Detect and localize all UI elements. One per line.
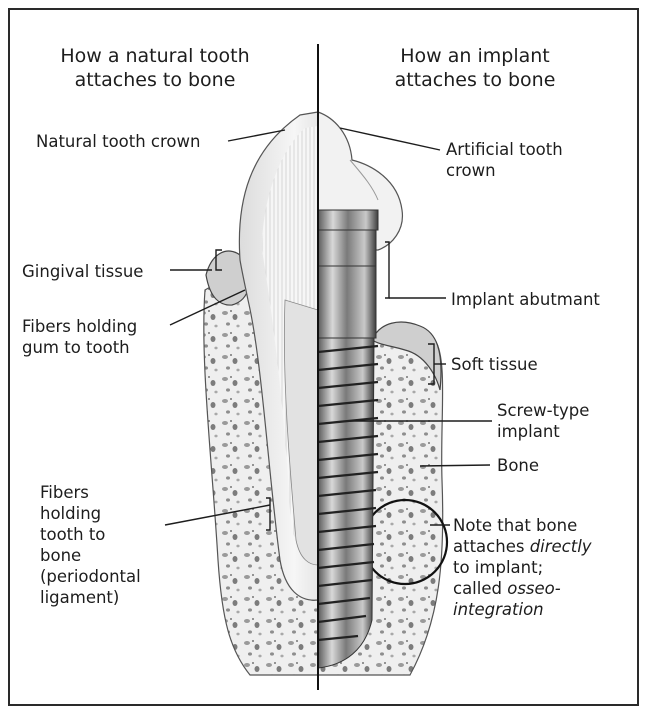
label-fibers-bone-line1: Fibers bbox=[40, 482, 141, 503]
label-osseointegration-note: Note that bone attaches directly to impl… bbox=[453, 515, 592, 620]
title-natural: How a natural tooth attaches to bone bbox=[20, 44, 290, 92]
label-fibers-bone-line4: bone bbox=[40, 545, 141, 566]
label-artificial-crown: Artificial tooth crown bbox=[446, 139, 563, 181]
label-artificial-crown-line2: crown bbox=[446, 160, 563, 181]
title-implant-line2: attaches to bone bbox=[340, 68, 610, 92]
title-natural-line2: attaches to bone bbox=[20, 68, 290, 92]
label-screw-implant: Screw-type implant bbox=[497, 400, 589, 442]
note-line2: attaches directly bbox=[453, 536, 592, 557]
label-fibers-bone-line6: ligament) bbox=[40, 587, 141, 608]
note-line4-b: osseo- bbox=[507, 579, 561, 598]
note-line1: Note that bone bbox=[453, 515, 592, 536]
label-fibers-gum-line1: Fibers holding bbox=[22, 316, 137, 337]
label-fibers-gum-line2: gum to tooth bbox=[22, 337, 137, 358]
note-line2-a: attaches bbox=[453, 537, 530, 556]
note-line5: integration bbox=[453, 599, 592, 620]
label-artificial-crown-line1: Artificial tooth bbox=[446, 139, 563, 160]
note-line4: called osseo- bbox=[453, 578, 592, 599]
label-fibers-bone-line5: (periodontal bbox=[40, 566, 141, 587]
label-fibers-bone-line2: holding bbox=[40, 503, 141, 524]
label-soft-tissue: Soft tissue bbox=[451, 354, 538, 375]
implant-metal bbox=[318, 210, 378, 668]
note-line3: to implant; bbox=[453, 557, 592, 578]
label-fibers-bone: Fibers holding tooth to bone (periodonta… bbox=[40, 482, 141, 608]
note-line2-b: directly bbox=[530, 537, 592, 556]
note-line4-a: called bbox=[453, 579, 507, 598]
label-gingival-tissue: Gingival tissue bbox=[22, 261, 143, 282]
label-bone: Bone bbox=[497, 455, 539, 476]
label-screw-implant-line1: Screw-type bbox=[497, 400, 589, 421]
label-natural-tooth-crown: Natural tooth crown bbox=[36, 131, 200, 152]
label-screw-implant-line2: implant bbox=[497, 421, 589, 442]
title-implant-line1: How an implant bbox=[340, 44, 610, 68]
label-implant-abutment: Implant abutmant bbox=[451, 289, 600, 310]
title-natural-line1: How a natural tooth bbox=[20, 44, 290, 68]
label-fibers-bone-line3: tooth to bbox=[40, 524, 141, 545]
title-implant: How an implant attaches to bone bbox=[340, 44, 610, 92]
label-fibers-gum: Fibers holding gum to tooth bbox=[22, 316, 137, 358]
